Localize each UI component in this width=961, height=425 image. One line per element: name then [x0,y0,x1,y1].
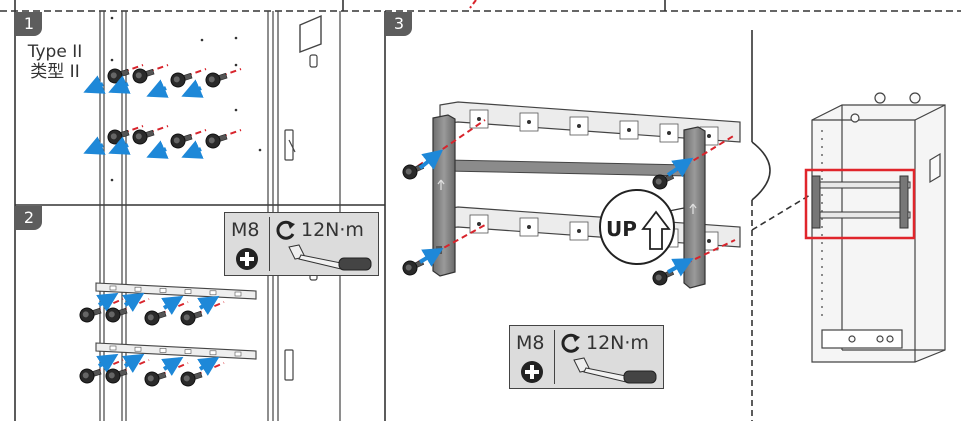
torque-rotate-icon [276,220,295,240]
torque-wrench-icon [573,357,657,384]
panel-3-separator [751,30,811,421]
up-arrow-icon [641,210,671,250]
bolt-icon [170,72,193,88]
blue-arrow [197,295,220,315]
blue-arrow [96,292,119,312]
bolt-icon [107,68,130,84]
blue-arrow [666,157,694,178]
bolt-icon [144,371,167,387]
bolt-icon [107,129,130,145]
bolt-icon [105,307,128,323]
panel-3-bolt-group [402,119,736,286]
blue-arrow [146,140,169,159]
dash-fragment [469,0,477,9]
step-2-badge: 2 [16,206,42,230]
step-3-badge: 3 [386,12,412,36]
bolt-icon [132,129,155,145]
blue-arrow [122,353,145,373]
up-label: UP [606,217,637,241]
bolt-icon [105,368,128,384]
cabinet-overview-rails [811,175,911,229]
highlight-box [804,168,916,240]
step-1-badge: 1 [16,12,42,36]
panel-1-holes [110,16,262,182]
type-label-en: Type II [27,42,83,62]
blue-arrow [197,356,220,376]
blue-arrow [418,149,444,170]
blue-arrow [146,79,169,98]
bolt-icon [652,173,675,190]
bolt-icon [79,307,102,323]
torque-wrench-icon [288,244,372,271]
bolt-icon [205,72,228,88]
blue-arrow [83,136,106,155]
panel-3-crossbar [445,159,689,177]
bolt-icon [205,133,228,149]
torque-rotate-icon [561,333,580,353]
blue-arrow [83,75,106,94]
panel-1-cabinet [99,11,341,205]
blue-arrow [108,75,131,94]
step-2-tool-box: M8 12N·m [224,212,379,276]
blue-arrow [181,79,204,98]
bolt-icon [402,259,425,276]
bolt-size-label: M8 [231,219,260,241]
bolt-icon [170,133,193,149]
panel-2-rails [95,282,257,360]
panel-2-bolt-group [79,292,225,387]
screw-head-icon [521,361,543,383]
blue-arrow [108,136,131,155]
blue-arrow [161,295,184,315]
bolt-icon [132,68,155,84]
up-callout: UP [599,189,685,265]
blue-arrow [96,353,119,373]
blue-arrow [122,292,145,312]
step-3-tool-box: M8 12N·m [509,325,664,389]
bolt-icon [180,310,203,326]
blue-arrow [418,247,444,267]
blue-arrow [181,140,204,159]
bolt-size-label: M8 [516,332,545,354]
torque-label: 12N·m [586,332,649,354]
bolt-icon [144,310,167,326]
bolt-icon [180,371,203,387]
blue-arrow [161,356,184,376]
panel-1-bolt-group [83,64,242,159]
type-label: Type II 类型 II [20,42,90,82]
tool-divider [269,217,270,271]
cabinet-overview [811,92,946,363]
tool-divider [554,330,555,384]
torque-label: 12N·m [301,219,364,241]
blue-arrow [667,258,694,277]
bolt-icon [79,368,102,384]
screw-head-icon [236,248,258,270]
type-label-cn: 类型 II [30,62,80,82]
